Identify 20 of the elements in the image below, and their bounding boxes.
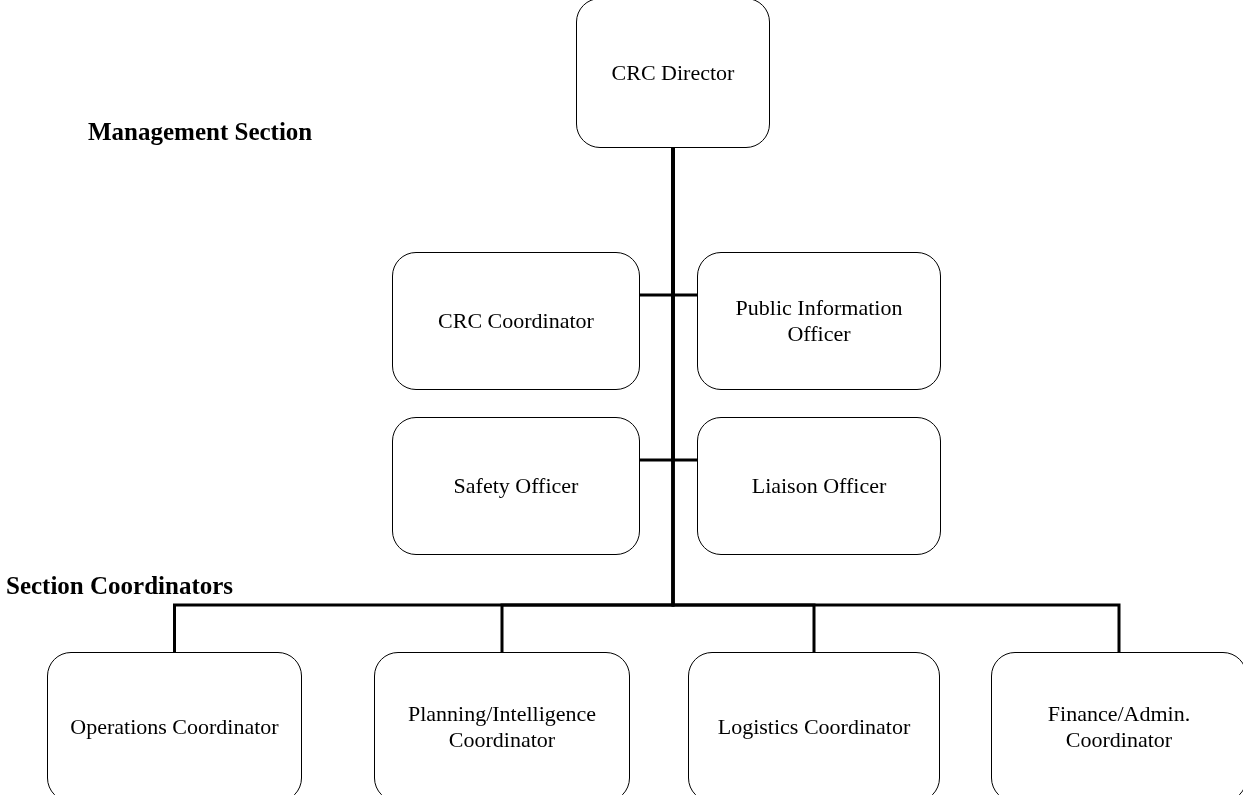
role-box (392, 252, 640, 390)
role-title: Liaison Officer (751, 472, 887, 500)
role-box (688, 652, 940, 795)
role-box (47, 652, 302, 795)
role-box (991, 652, 1243, 795)
role-title: Logistics Coordinator (717, 713, 911, 741)
role-title: Finance/Admin. Coordinator (1046, 700, 1192, 754)
role-box (697, 252, 941, 390)
section-heading: Section Coordinators (6, 572, 234, 600)
role-title: CRC Coordinator (438, 307, 594, 335)
role-title: Planning/Intelligence Coordinator (406, 700, 598, 754)
role-box (374, 652, 630, 795)
role-title: Public Information Officer (734, 294, 904, 348)
section-heading: Management Section (88, 118, 313, 146)
role-box (392, 417, 640, 555)
role-title: Safety Officer (453, 472, 579, 500)
role-box (697, 417, 941, 555)
role-title: CRC Director (611, 59, 735, 87)
role-title: Operations Coordinator (70, 713, 279, 741)
role-box (576, 0, 770, 148)
